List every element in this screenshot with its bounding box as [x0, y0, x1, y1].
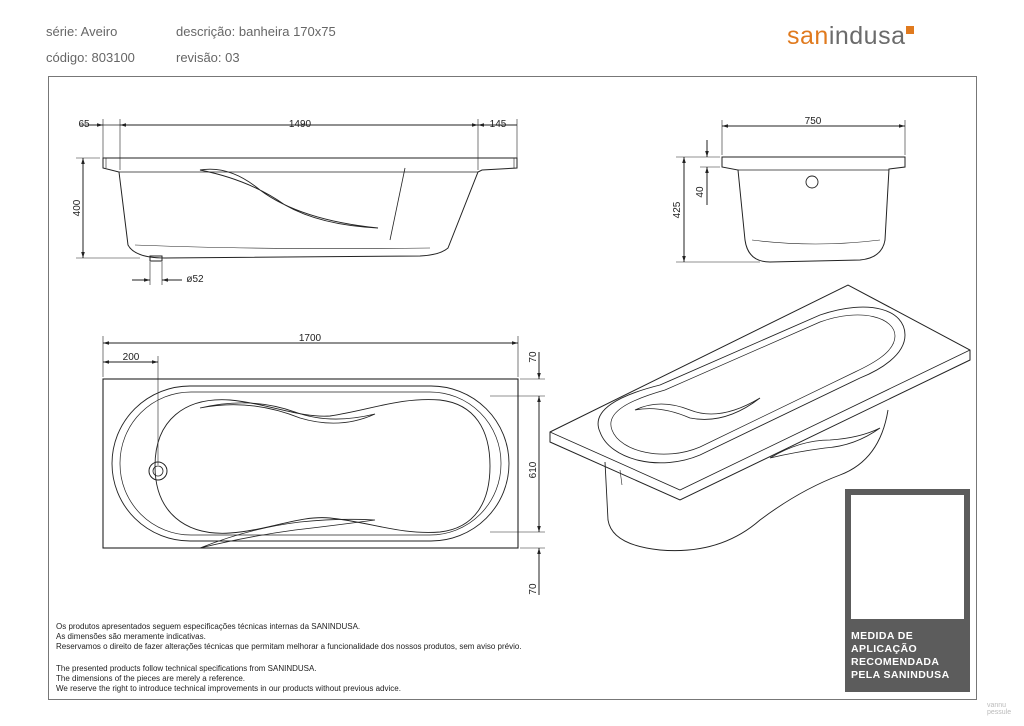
install-box-line3: RECOMENDADA [851, 656, 940, 668]
note-pt-2: As dimensões são meramente indicativas. [56, 632, 206, 641]
descricao-label: descrição: banheira 170x75 [176, 24, 336, 39]
dim-side-left: 65 [78, 119, 90, 130]
dim-end-rim: 40 [695, 186, 706, 198]
note-pt-3: Reservamos o direito de fazer alterações… [56, 642, 522, 651]
notes-en: The presented products follow technical … [56, 664, 401, 694]
watermark: vannu pessule [987, 702, 1011, 716]
dim-drain-diameter: ø52 [186, 274, 204, 285]
note-pt-1: Os produtos apresentados seguem especifi… [56, 622, 361, 631]
dim-top-margin-bottom: 70 [528, 583, 539, 595]
revisao-label: revisão: 03 [176, 50, 240, 65]
end-view [676, 120, 906, 263]
note-en-2: The dimensions of the pieces are merely … [56, 674, 245, 683]
install-box-line1: MEDIDA DE [851, 630, 914, 642]
watermark-line2: pessule [987, 709, 1012, 716]
dim-top-margin-top: 70 [528, 351, 539, 363]
notes-pt: Os produtos apresentados seguem especifi… [56, 622, 522, 652]
dim-end-height: 425 [672, 201, 683, 218]
dim-side-height: 400 [72, 199, 83, 216]
codigo-label: código: 803100 [46, 50, 135, 65]
serie-label: série: Aveiro [46, 24, 118, 39]
perspective-view [549, 284, 971, 552]
dim-side-right: 145 [490, 119, 507, 130]
install-box-inner [851, 495, 964, 619]
watermark-line1: vannu [987, 702, 1007, 709]
install-box-label: MEDIDA DE APLICAÇÃO RECOMENDADA PELA SAN… [851, 630, 950, 682]
dim-top-inner-width: 610 [528, 461, 539, 478]
logo-part-indusa: indusa [828, 22, 906, 50]
dim-top-drain-offset: 200 [123, 352, 140, 363]
sanindusa-logo: sanindusa [787, 22, 915, 51]
install-box-line2: APLICAÇÃO [851, 643, 918, 655]
note-en-3: We reserve the right to introduce techni… [56, 684, 401, 693]
dim-end-width: 750 [805, 116, 822, 127]
drawing-frame [48, 76, 977, 700]
dim-side-length: 1490 [289, 119, 312, 130]
side-view [76, 119, 518, 285]
dim-top-length: 1700 [299, 333, 322, 344]
note-en-1: The presented products follow technical … [56, 664, 317, 673]
top-view [102, 336, 545, 595]
install-box-line4: PELA SANINDUSA [851, 669, 950, 681]
logo-mark-icon [906, 26, 915, 34]
logo-part-san: san [787, 22, 829, 50]
install-box: MEDIDA DE APLICAÇÃO RECOMENDADA PELA SAN… [845, 489, 970, 692]
